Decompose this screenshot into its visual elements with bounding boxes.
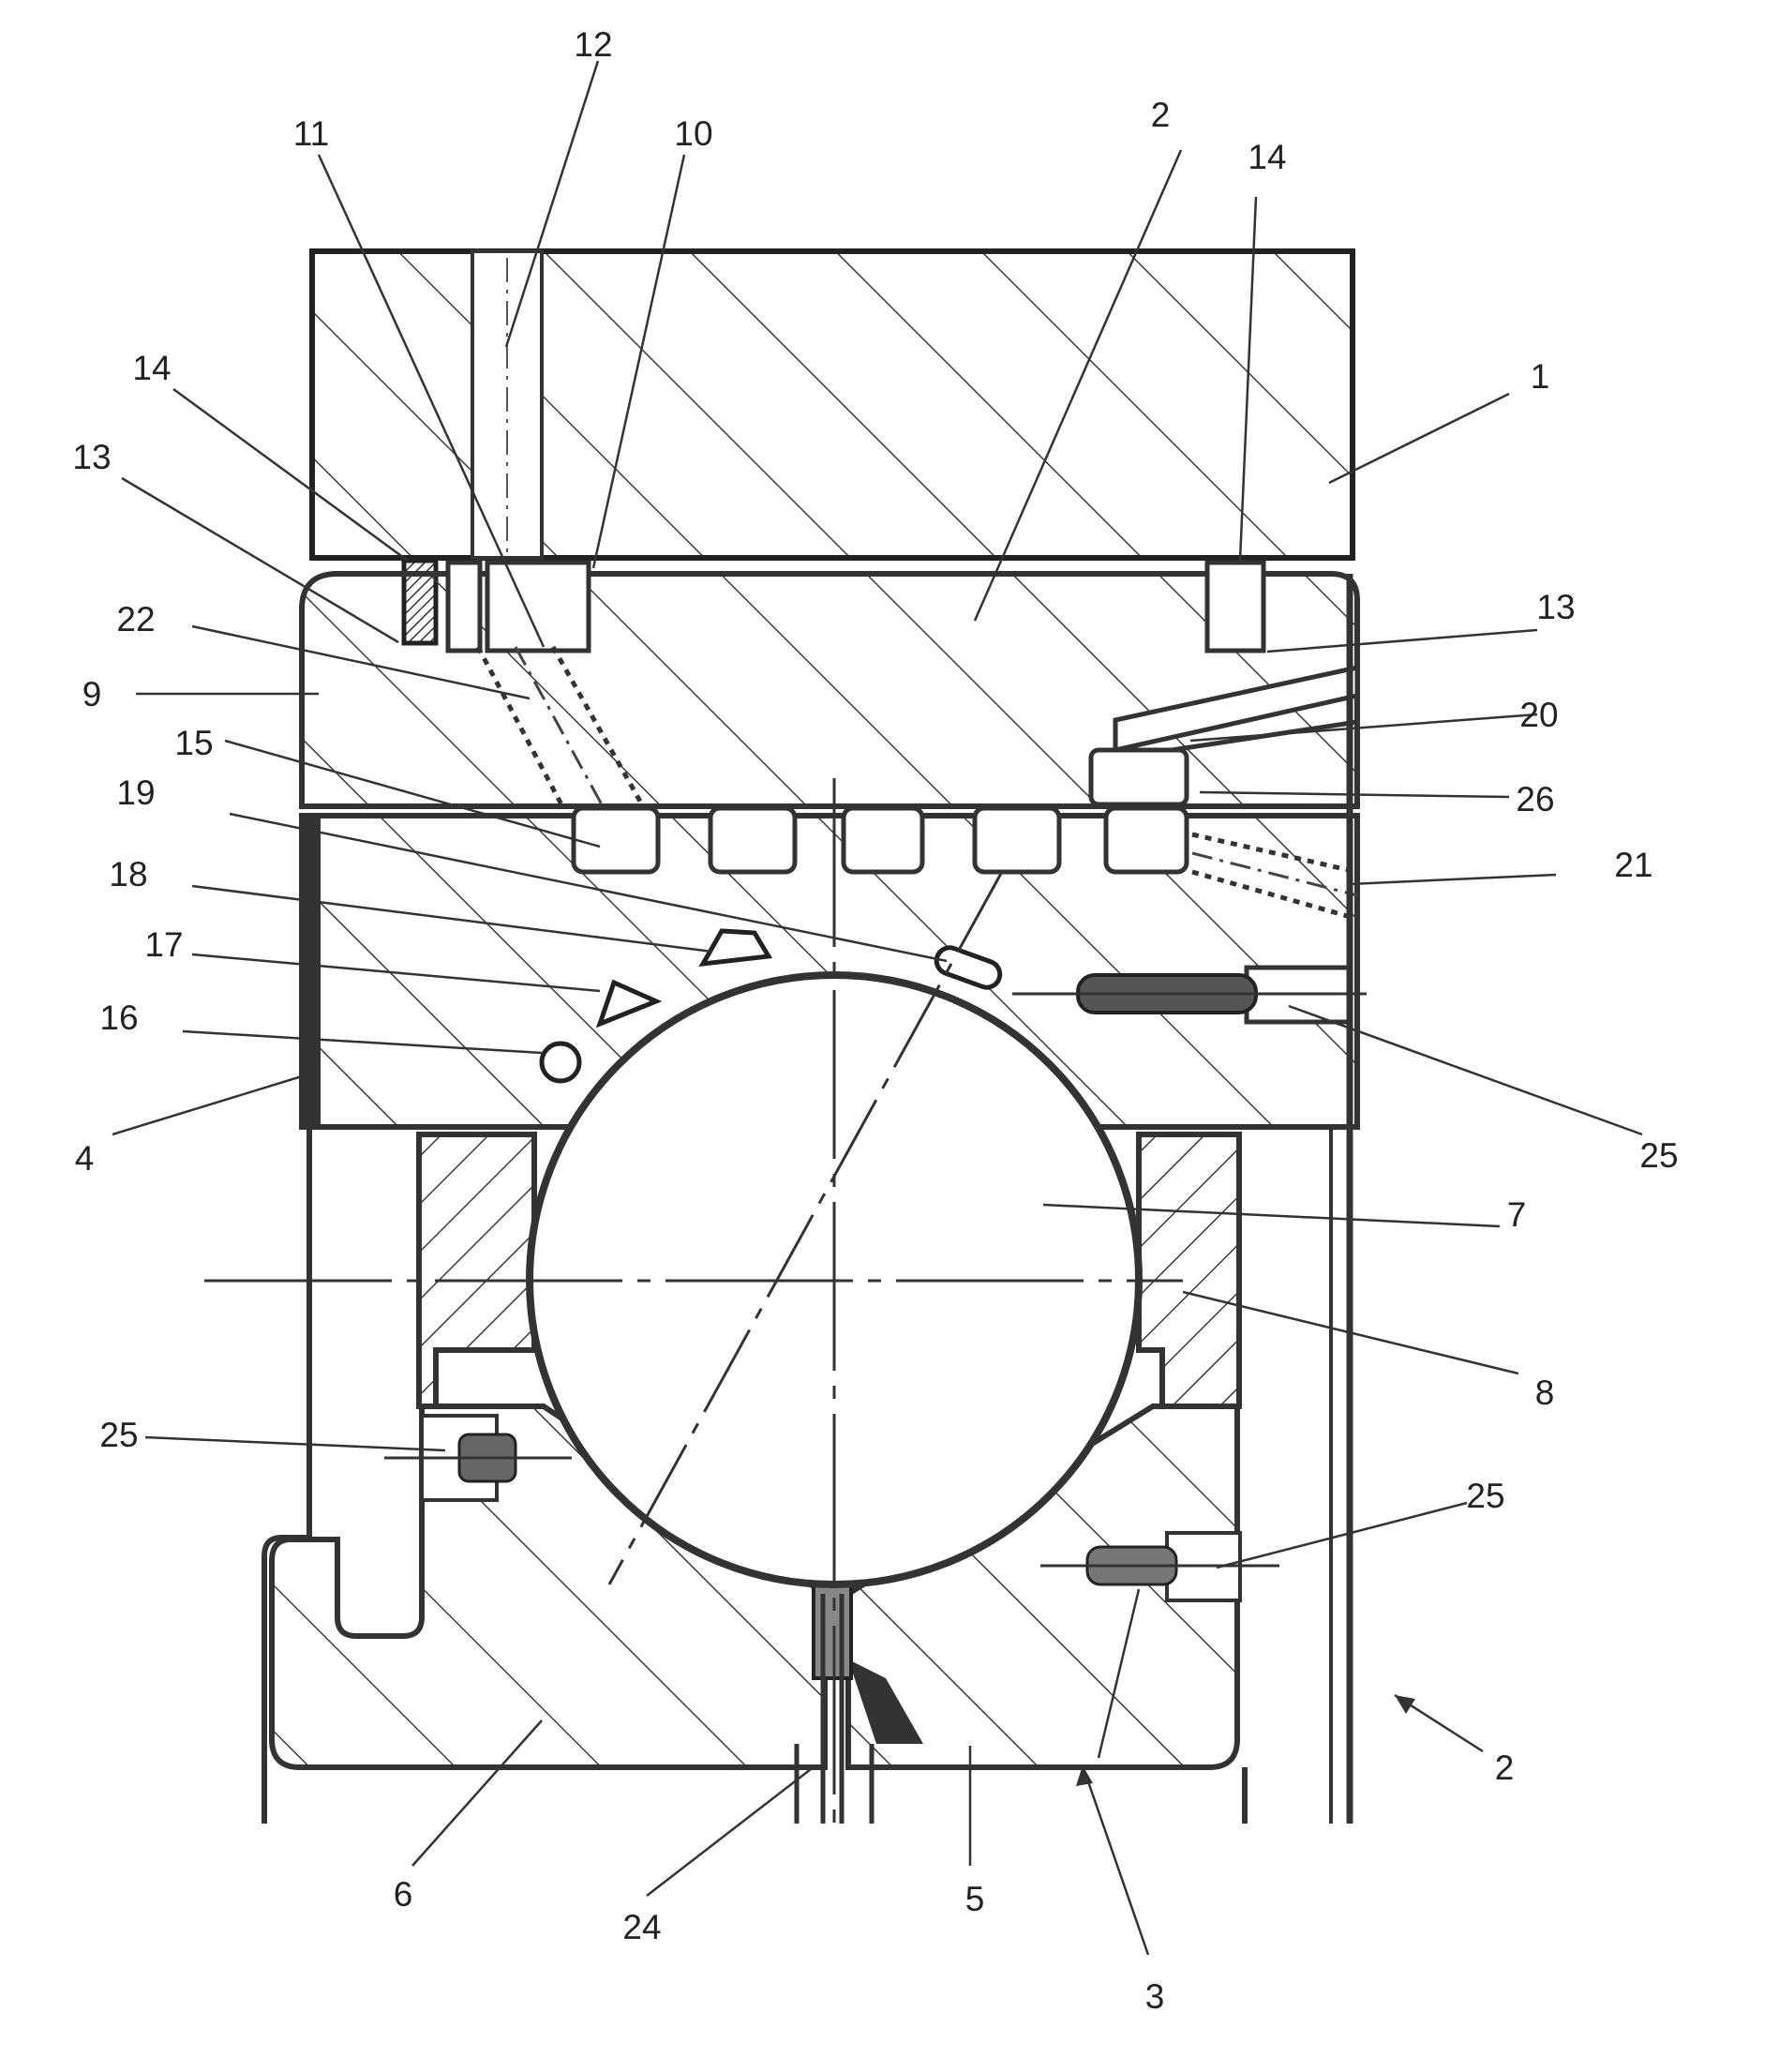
label-18: 18 [109, 855, 147, 893]
label-13-right: 13 [1536, 588, 1575, 626]
label-11: 11 [293, 114, 329, 153]
label-5: 5 [965, 1880, 985, 1918]
label-14-right: 14 [1248, 138, 1286, 176]
label-9: 9 [82, 675, 102, 713]
label-3: 3 [1145, 1977, 1165, 2016]
label-1: 1 [1531, 357, 1550, 396]
top-plate [312, 251, 1353, 558]
label-13-left: 13 [72, 438, 111, 476]
label-2-top: 2 [1151, 96, 1171, 134]
label-8: 8 [1535, 1374, 1555, 1412]
label-6: 6 [394, 1875, 413, 1914]
label-16: 16 [99, 998, 138, 1037]
label-20: 20 [1519, 696, 1558, 734]
label-24: 24 [622, 1908, 661, 1946]
label-4: 4 [75, 1139, 95, 1178]
label-25-right-lower: 25 [1466, 1477, 1504, 1515]
label-10: 10 [674, 114, 712, 153]
label-12: 12 [574, 25, 612, 64]
label-2-bottom: 2 [1495, 1749, 1515, 1787]
label-21: 21 [1614, 846, 1652, 884]
label-25-right-upper: 25 [1639, 1136, 1678, 1175]
label-19: 19 [116, 773, 155, 812]
label-25-left: 25 [99, 1416, 138, 1454]
label-17: 17 [144, 925, 183, 964]
label-15: 15 [174, 724, 213, 762]
label-14-left: 14 [132, 349, 171, 387]
label-22: 22 [116, 600, 155, 638]
label-26: 26 [1516, 780, 1554, 818]
label-7: 7 [1507, 1195, 1527, 1234]
